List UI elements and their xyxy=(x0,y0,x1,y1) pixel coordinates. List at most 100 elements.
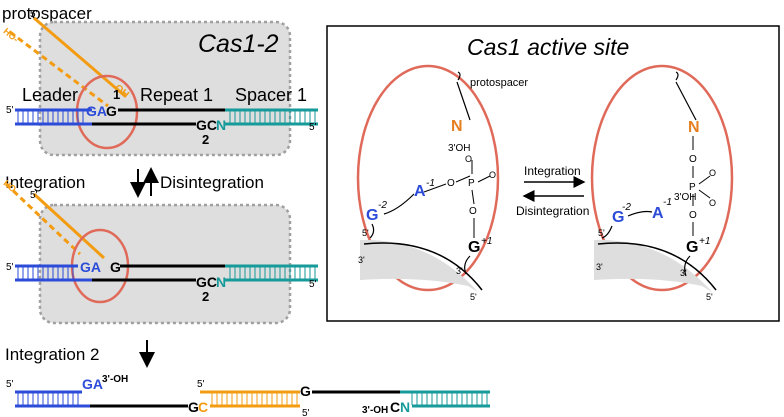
final-three-oh-label-2: 3'-OH xyxy=(362,405,388,416)
n-label-2: N xyxy=(216,274,226,290)
right-tail xyxy=(601,225,613,239)
five-prime-label-2: 5' xyxy=(6,262,14,273)
right-protospacer-line xyxy=(675,71,697,121)
left-bond-po xyxy=(477,175,491,183)
final-spacer-rungs xyxy=(411,393,488,405)
right-g-minus2: G xyxy=(612,209,624,226)
left-three-prime: 3' xyxy=(358,255,365,265)
site-one-label: 1 xyxy=(113,87,120,102)
middle-complex: HO- 5' 5' GA G GC N 2 5' xyxy=(1,178,318,325)
protospacer-strand-dashed-2 xyxy=(4,182,82,256)
left-minus2: -2 xyxy=(378,200,387,211)
protospacer-strand-dashed xyxy=(9,30,109,108)
right-minus1: -1 xyxy=(663,197,672,208)
leader-label: Leader xyxy=(22,85,78,105)
final-c-label-2: C xyxy=(390,399,400,415)
right-oval xyxy=(590,64,734,292)
right-p: P xyxy=(689,182,696,193)
left-g-plus1: G xyxy=(468,239,480,256)
integration2-label: Integration 2 xyxy=(5,345,100,364)
final-product: 5' GA 3'-OH G C 5' 5' G 3'-OH C N xyxy=(6,374,490,417)
five-prime-label: 5' xyxy=(6,105,14,116)
right-three-oh: 3'OH xyxy=(674,192,696,203)
five-prime-label: 5' xyxy=(30,9,38,20)
right-n-label: N xyxy=(688,119,700,136)
gc-label: GC xyxy=(196,117,217,133)
left-bond-op xyxy=(455,175,471,183)
right-o4: O xyxy=(689,210,697,221)
right-five-prime-2: 5' xyxy=(598,228,605,238)
disintegration-label-right: Disintegration xyxy=(516,204,589,218)
right-g-plus1: G xyxy=(686,239,698,256)
ho-label: HO- xyxy=(1,26,20,44)
left-n-label: N xyxy=(451,118,463,135)
disintegration-label: Disintegration xyxy=(160,173,264,192)
spacer-rungs xyxy=(229,111,316,123)
right-dna-curve xyxy=(597,242,717,291)
ga-label-2: GA xyxy=(80,259,101,275)
left-g-tail xyxy=(464,255,471,275)
right-oval-shade xyxy=(594,239,712,292)
g-label: G xyxy=(106,103,117,119)
n-label: N xyxy=(216,117,226,133)
right-o2: O xyxy=(709,168,716,178)
leader-rungs xyxy=(17,111,84,123)
ga-label: GA xyxy=(86,103,107,119)
right-bond-ga xyxy=(627,210,653,217)
final-five-prime-orange-2: 5' xyxy=(302,408,310,417)
left-p: P xyxy=(468,178,475,189)
right-g-tail xyxy=(684,255,691,277)
protospacer-strand-solid xyxy=(33,16,126,98)
integration-label-right: Integration xyxy=(524,164,581,178)
left-bond-po3 xyxy=(471,189,475,205)
final-five-prime-orange: 5' xyxy=(197,379,205,390)
active-site-panel: Cas1 active site 3' 5' protospacer N 3'O… xyxy=(326,25,780,322)
cas12-complex-box-2 xyxy=(38,203,292,325)
left-g-minus2: G xyxy=(366,207,378,224)
five-prime-label-2: 5' xyxy=(309,279,317,290)
right-a-minus1: A xyxy=(652,205,664,222)
left-bond-ao xyxy=(423,183,447,193)
protospacer-label: protospacer xyxy=(2,4,92,23)
right-o1: O xyxy=(689,154,697,165)
final-ga-label: GA xyxy=(82,376,103,392)
left-o2: O xyxy=(489,170,496,180)
left-three-oh: 3'OH xyxy=(448,143,470,154)
left-tail xyxy=(369,223,375,239)
right-bond-po xyxy=(698,175,711,185)
active-site-title: Cas1 active site xyxy=(467,34,629,60)
left-five-prime-2: 5' xyxy=(362,228,369,238)
final-c-label: C xyxy=(198,399,208,415)
left-minus1: -1 xyxy=(426,178,435,189)
repeat-label: Repeat 1 xyxy=(140,85,213,105)
leader-rungs-2 xyxy=(17,267,74,279)
integration-label: Integration xyxy=(5,173,85,192)
left-o1: O xyxy=(447,178,455,189)
right-three-prime: 3' xyxy=(596,262,603,272)
left-oval-shade xyxy=(360,239,478,292)
spacer-rungs-2 xyxy=(229,267,316,279)
final-n-label: N xyxy=(400,399,410,415)
final-g-label-2: G xyxy=(300,383,311,399)
five-prime-label-3: 5' xyxy=(6,379,14,390)
left-oval xyxy=(356,64,500,292)
final-three-oh-label: 3'-OH xyxy=(102,374,128,385)
left-a-minus1: A xyxy=(414,183,426,200)
g-label-2: G xyxy=(110,259,121,275)
final-leader-rungs xyxy=(17,393,79,405)
five-prime-label: 5' xyxy=(309,122,317,133)
integration-arrows: Integration Disintegration xyxy=(5,167,264,198)
left-o4: O xyxy=(469,206,477,217)
site-two-label-2: 2 xyxy=(202,289,209,304)
protospacer-strand-solid-2 xyxy=(32,192,106,260)
cas12-complex-box xyxy=(38,20,292,157)
left-plus1: +1 xyxy=(481,236,492,247)
gc-label-2: GC xyxy=(196,274,217,290)
left-three-prime-2: 3' xyxy=(456,266,463,276)
left-protospacer-line xyxy=(456,71,471,121)
site-two-label: 2 xyxy=(202,132,209,147)
right-minus2: -2 xyxy=(622,202,631,213)
active-site-oval xyxy=(75,74,139,150)
left-protospacer-label: protospacer xyxy=(470,77,528,89)
